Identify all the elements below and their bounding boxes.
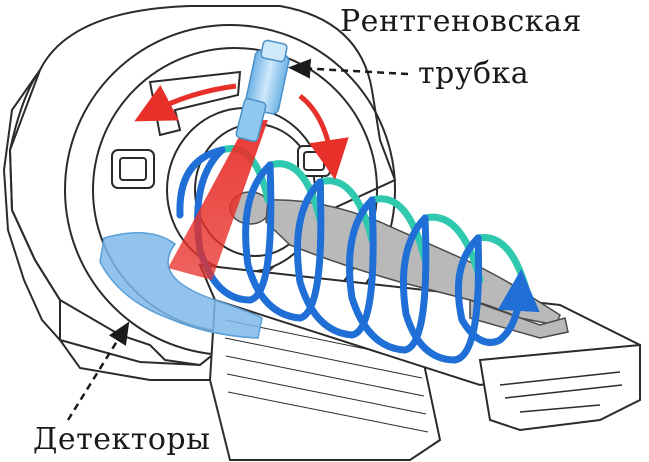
table-pedestal-ribs bbox=[224, 319, 429, 433]
tube-leader-line bbox=[288, 58, 409, 79]
detector-array bbox=[99, 232, 263, 339]
rotation-arrow-right bbox=[298, 94, 349, 180]
spiral-back-2 bbox=[266, 160, 324, 224]
xray-beam bbox=[168, 120, 268, 280]
spiral-front-3 bbox=[294, 178, 377, 339]
patient-table bbox=[198, 263, 641, 461]
gantry-window-right bbox=[297, 145, 331, 177]
spiral-front-2 bbox=[242, 161, 325, 322]
detector-leader-line bbox=[66, 321, 130, 421]
spiral-front-4 bbox=[346, 196, 430, 354]
gantry-window-left bbox=[111, 149, 155, 189]
rotation-arrow-left bbox=[134, 83, 237, 122]
xray-tube-cap bbox=[260, 39, 288, 63]
helical-scan-path bbox=[176, 145, 540, 364]
spiral-back-3 bbox=[316, 177, 376, 244]
spiral-front-1 bbox=[194, 146, 275, 304]
patient-legs bbox=[469, 298, 569, 339]
spiral-front-6 bbox=[454, 234, 540, 346]
xray-tube bbox=[235, 39, 290, 142]
spiral-start bbox=[176, 146, 226, 219]
gantry-window-left-inner bbox=[119, 157, 147, 181]
xray-tube-neck bbox=[235, 98, 267, 142]
spiral-back-4 bbox=[368, 195, 429, 264]
spiral-front-5 bbox=[399, 214, 482, 364]
detectors-label: Детекторы bbox=[33, 422, 211, 457]
xray-tube-label-line2: трубка bbox=[418, 56, 530, 91]
table-end-block bbox=[478, 343, 641, 432]
table-end-detail bbox=[499, 371, 623, 413]
gantry-left-panel bbox=[2, 69, 61, 343]
xray-tube-label-line1: Рентгеновская bbox=[340, 4, 582, 39]
